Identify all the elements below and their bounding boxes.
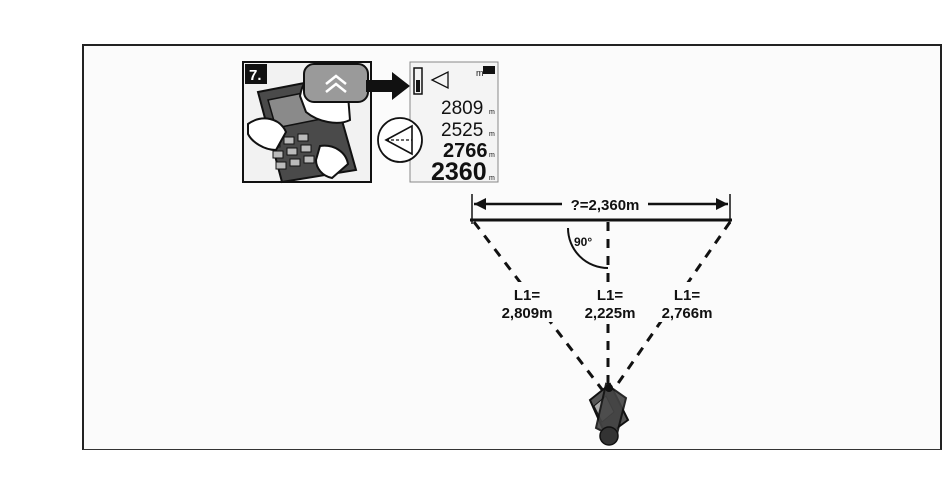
dimension-arrow-left-icon bbox=[474, 198, 486, 210]
measurement-left-value: 2,809m bbox=[502, 305, 553, 322]
measurement-left-name: L1= bbox=[514, 287, 541, 304]
lcd-unit-1: m bbox=[489, 109, 495, 116]
measurement-center-name: L1= bbox=[597, 287, 624, 304]
angle-label: 90° bbox=[574, 235, 592, 249]
measurement-right-value: 2,766m bbox=[662, 305, 713, 322]
lcd-unit-result: m bbox=[489, 175, 495, 182]
step-illustration: 7. bbox=[243, 62, 410, 182]
measurement-center-value: 2,225m bbox=[585, 305, 636, 322]
unknown-distance-label: ?=2,360m bbox=[571, 197, 640, 214]
lcd-reading-2: 2525 bbox=[441, 120, 483, 141]
lcd-top-unit: m bbox=[476, 68, 484, 78]
rangefinder-device-icon bbox=[590, 384, 628, 445]
lcd-indicator-icon bbox=[483, 66, 495, 74]
step-number: 7. bbox=[249, 67, 262, 84]
lcd-unit-3: m bbox=[489, 152, 495, 159]
lcd-reading-result: 2360 bbox=[431, 158, 487, 186]
measurement-right-name: L1= bbox=[674, 287, 701, 304]
lcd-reading-1: 2809 bbox=[441, 98, 483, 119]
arrow-right-icon bbox=[366, 72, 410, 100]
dimension-arrow-right-icon bbox=[716, 198, 728, 210]
measurement-geometry: ?=2,360m 90° L1= 2,809m L1= 2,225m L1= 2… bbox=[470, 193, 732, 445]
lcd-unit-2: m bbox=[489, 131, 495, 138]
